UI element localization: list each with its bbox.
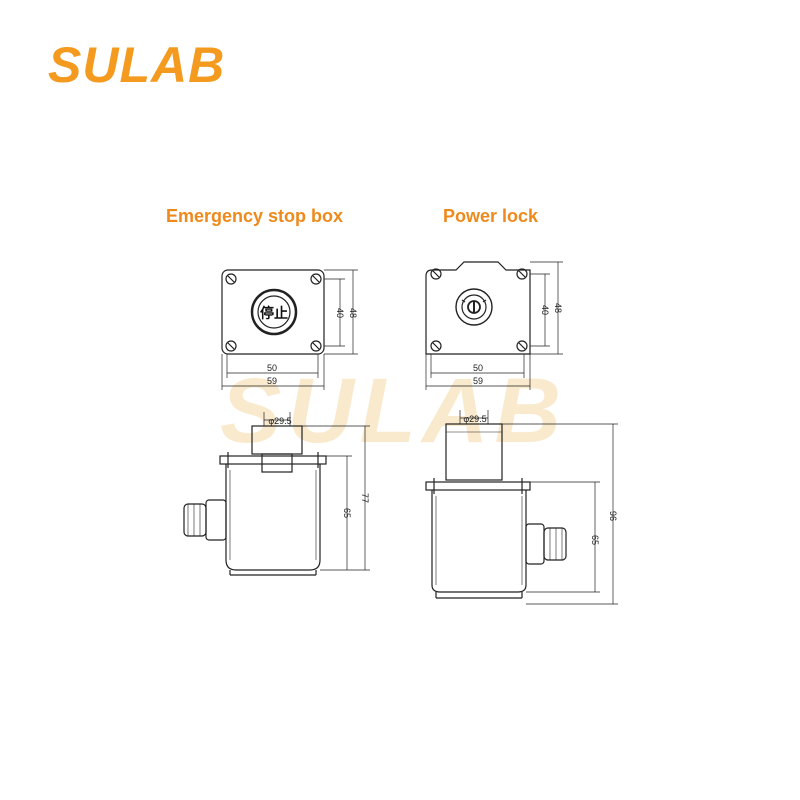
power-top-dims bbox=[425, 261, 563, 390]
power-inner-width-dim: 50 bbox=[473, 363, 483, 373]
emergency-stop-caption: Emergency stop box bbox=[166, 206, 344, 226]
power-side-dims bbox=[459, 410, 618, 605]
emergency-inner-width-dim: 50 bbox=[267, 363, 277, 373]
power-total-height-dim: 96 bbox=[608, 511, 618, 521]
emergency-body-height-dim: 65 bbox=[342, 508, 352, 518]
emergency-outer-height-dim: 48 bbox=[348, 308, 358, 318]
power-lock-top-view bbox=[425, 261, 531, 355]
emergency-total-height-dim: 77 bbox=[360, 493, 370, 503]
emergency-top-dims bbox=[221, 269, 358, 390]
emergency-box-side-view bbox=[183, 425, 327, 576]
power-diameter-dim: φ29.5 bbox=[463, 414, 486, 424]
watermark: SULAB bbox=[220, 360, 567, 462]
power-inner-height-dim: 40 bbox=[540, 305, 550, 315]
power-lock-side-view bbox=[425, 423, 567, 599]
emergency-outer-width-dim: 59 bbox=[267, 376, 277, 386]
brand-logo: SULAB bbox=[48, 37, 226, 93]
emergency-side-dims bbox=[263, 412, 370, 571]
stop-button-label: 停止 bbox=[260, 305, 288, 322]
power-body-height-dim: 65 bbox=[590, 535, 600, 545]
power-outer-height-dim: 48 bbox=[553, 303, 563, 313]
power-lock-caption: Power lock bbox=[443, 206, 539, 226]
emergency-diameter-dim: φ29.5 bbox=[268, 416, 291, 426]
emergency-box-top-view bbox=[221, 269, 325, 355]
power-outer-width-dim: 59 bbox=[473, 376, 483, 386]
emergency-inner-height-dim: 40 bbox=[335, 308, 345, 318]
